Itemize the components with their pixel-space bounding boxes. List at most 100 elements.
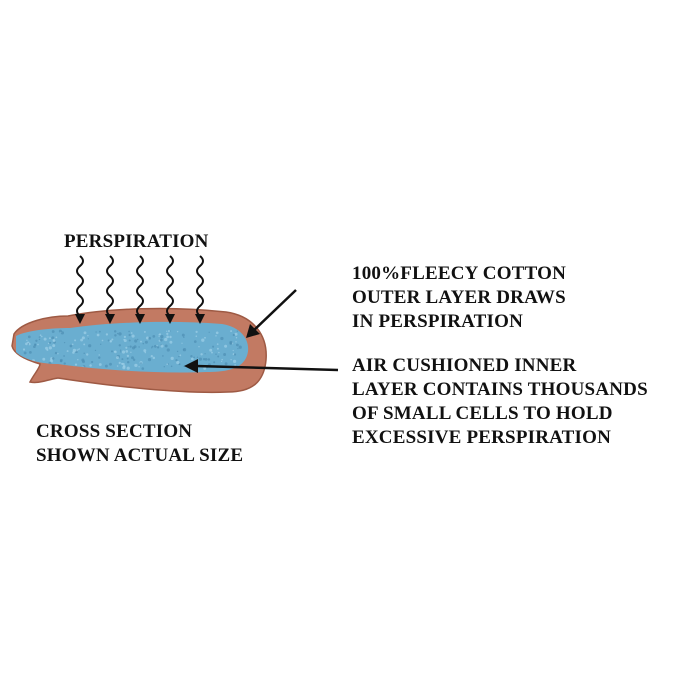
air-cell (162, 355, 164, 357)
outer-layer-line: IN PERSPIRATION (352, 311, 524, 332)
air-cell (196, 356, 199, 359)
air-cell (116, 332, 119, 335)
air-cell (164, 337, 168, 342)
air-cell (86, 353, 89, 356)
wavy-arrow-head (105, 314, 115, 324)
air-cell (234, 364, 236, 366)
air-cell (43, 337, 47, 341)
air-cell (234, 332, 238, 336)
air-cell (220, 360, 223, 363)
air-cell (209, 348, 213, 352)
air-cell (48, 337, 51, 340)
air-cell (105, 333, 109, 336)
air-cell (89, 364, 92, 367)
air-cell (129, 345, 132, 348)
air-cell (82, 360, 85, 364)
air-cell (88, 344, 92, 348)
air-cell (136, 338, 139, 341)
air-cell (232, 333, 235, 337)
air-cell (235, 337, 238, 339)
air-cell (204, 353, 206, 355)
air-cell (235, 341, 237, 343)
air-cell (45, 346, 48, 350)
air-cell (51, 357, 55, 360)
air-cell (111, 338, 114, 341)
air-cell (38, 338, 41, 341)
air-cell (126, 354, 130, 358)
air-cell (41, 335, 43, 338)
outer-layer-line: 100%FLEECY COTTON (352, 263, 567, 284)
air-cell (193, 356, 195, 359)
air-cell (166, 363, 169, 366)
air-cell (80, 338, 84, 342)
air-cell (94, 349, 97, 352)
air-cell (169, 340, 173, 344)
air-cell (176, 360, 180, 365)
air-cell (122, 364, 126, 368)
air-cell (59, 358, 63, 362)
air-cell (170, 356, 174, 361)
air-cell (143, 349, 147, 353)
air-cell (167, 329, 171, 333)
air-cell (123, 338, 125, 341)
air-cell (182, 348, 187, 352)
air-cell (166, 348, 170, 352)
air-cell (87, 334, 89, 337)
air-cell (27, 335, 31, 339)
air-cell (81, 336, 85, 340)
air-cell (74, 339, 77, 342)
air-cell (164, 344, 168, 348)
air-cell (160, 335, 164, 339)
air-cell (60, 331, 65, 335)
air-cell (69, 344, 73, 348)
wavy-arrow-head (195, 314, 205, 324)
air-cell (118, 332, 122, 336)
air-cell (119, 351, 122, 353)
inner-layer-line: OF SMALL CELLS TO HOLD (352, 403, 613, 424)
air-cell (190, 357, 194, 361)
air-cell (195, 330, 198, 334)
air-cell (63, 362, 66, 365)
inner-layer-pointer (184, 359, 339, 373)
air-cell (114, 334, 117, 337)
air-cell (236, 343, 239, 347)
air-cell (148, 336, 152, 340)
air-cell (215, 331, 219, 335)
air-cell (90, 360, 94, 364)
air-cell (101, 339, 104, 342)
air-cell (236, 330, 239, 332)
air-cell (96, 333, 100, 337)
air-cell (181, 333, 185, 337)
air-cell (95, 331, 97, 333)
air-cell (207, 358, 211, 361)
wavy-arrow-stem (76, 255, 84, 317)
air-cell (35, 339, 38, 342)
wavy-arrow-stem (166, 255, 174, 317)
air-cell (98, 363, 102, 366)
air-cell (38, 336, 41, 338)
cross-section-line: CROSS SECTION (36, 421, 193, 442)
air-cell (131, 334, 135, 338)
air-cell (126, 360, 130, 364)
air-cell (72, 348, 77, 353)
air-cell (213, 361, 216, 364)
air-cell (233, 353, 237, 356)
air-cell (78, 348, 81, 350)
air-cell (200, 353, 203, 356)
air-cell (58, 329, 62, 333)
perspiration-text: PERSPIRATION (64, 231, 209, 252)
air-cell (134, 339, 138, 343)
air-cell (238, 345, 242, 349)
air-cell (175, 358, 178, 362)
air-cell (156, 344, 158, 347)
air-cell (156, 346, 160, 349)
air-cell (216, 347, 219, 350)
air-cell (128, 333, 131, 337)
air-cell (98, 356, 101, 359)
air-cell (212, 345, 215, 348)
air-cell (23, 366, 27, 370)
air-cell (121, 362, 124, 365)
air-cell (83, 352, 85, 354)
air-cell (218, 351, 220, 354)
air-cell (140, 340, 142, 343)
